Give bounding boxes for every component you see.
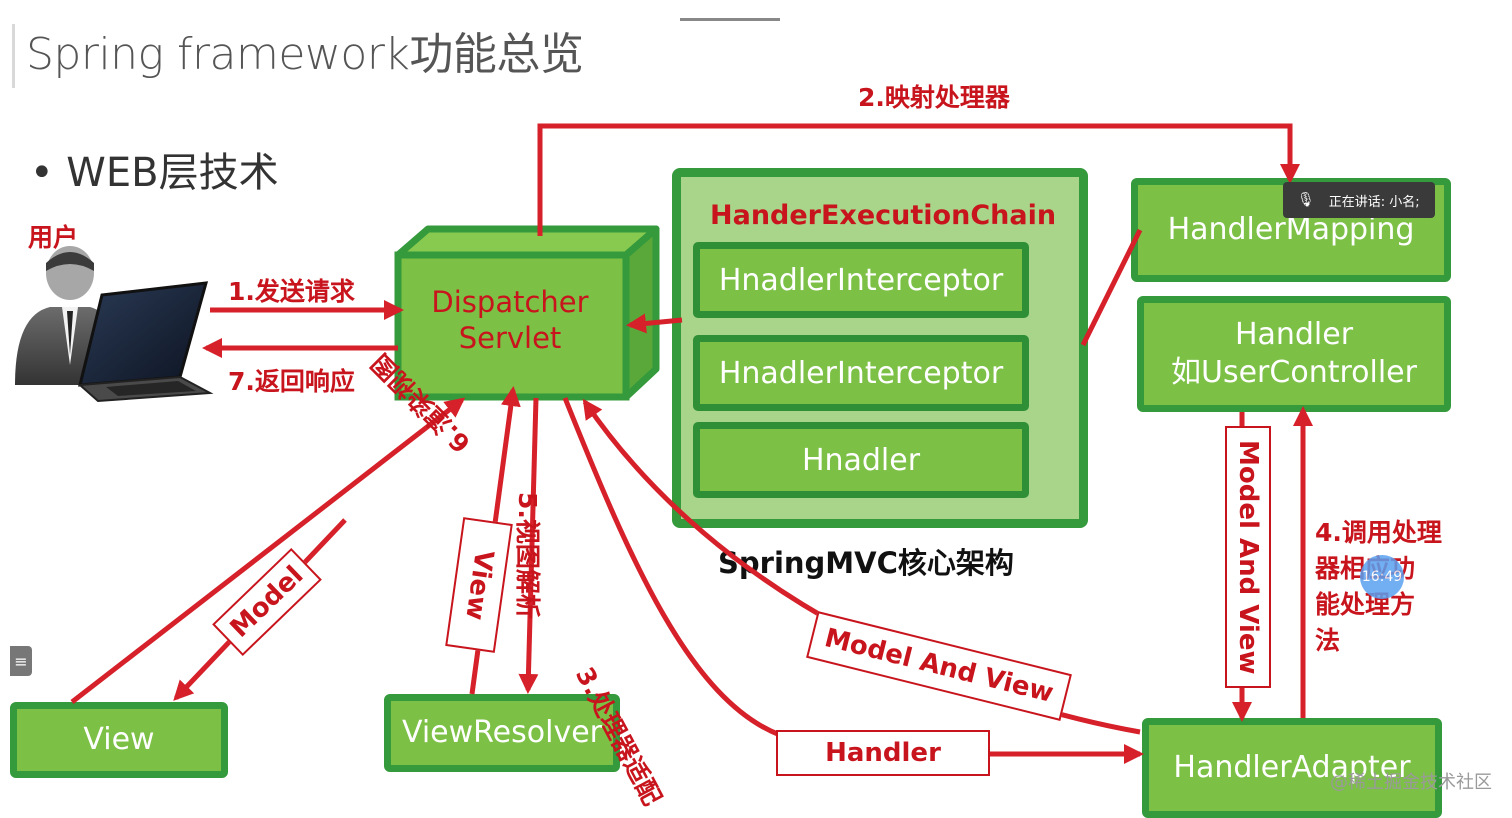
springmvc-caption: SpringMVC核心架构 [718,546,1014,580]
speaking-text: 正在讲话: 小名; [1328,194,1420,210]
microphone-icon: 🎙 [1297,192,1315,208]
view-resolver-box: ViewResolver [384,694,620,772]
side-menu-icon[interactable]: ≡ [10,646,32,676]
slide-title: Spring framework功能总览 [26,29,584,80]
dispatcher-box-3d [394,225,660,401]
chain-handler-box: Hnadler [693,422,1029,498]
handler-line-2: 如UserController [1171,355,1417,390]
model-and-view-vertical-label: Model And View [1225,426,1271,688]
dispatcher-servlet-label: Dispatcher Servlet [410,284,610,356]
bullet-web-layer: • WEB层技术 [30,150,279,196]
timer-bubble[interactable]: 16:49 [1360,555,1404,599]
user-with-laptop-icon [15,246,214,403]
step-5-label: 5.视图解析 [513,492,542,619]
step-1-label: 1.发送请求 [228,277,355,306]
title-accent-bar [12,24,15,88]
line-chain-to-mapping [1080,228,1143,347]
step-4-line-1: 4.调用处理 [1315,518,1442,547]
step-7-label: 7.返回响应 [228,367,355,396]
view-box: View [10,702,228,778]
step-2-label: 2.映射处理器 [858,83,1010,112]
handler-flow-label: Handler [776,730,990,776]
top-divider [680,18,780,21]
arrow-map-handler [537,123,1300,236]
dispatcher-line-1: Dispatcher [431,285,589,319]
step-4-line-4: 法 [1315,626,1341,655]
handler-line-1: Handler [1234,317,1354,352]
step-4-label: 4.调用处理 器相应功 能处理方 法 [1315,515,1442,659]
arrow-view-resolve-down [518,397,539,694]
arrow-view-to-dispatcher [70,397,466,704]
step-4-line-3: 能处理方 [1315,590,1416,619]
line-dispatcher-to-handler-label [562,397,781,738]
dispatcher-line-2: Servlet [458,321,562,355]
watermark: @稀土掘金技术社区 [1330,772,1492,793]
interceptor-box-1: HnadlerInterceptor [693,242,1029,318]
interceptor-box-2: HnadlerInterceptor [693,335,1029,411]
chain-title: HanderExecutionChain [710,200,1057,231]
arrow-chain-to-dispatcher [626,313,683,334]
user-label: 用户 [28,223,79,252]
speaking-indicator: 🎙 正在讲话: 小名; [1283,182,1435,218]
